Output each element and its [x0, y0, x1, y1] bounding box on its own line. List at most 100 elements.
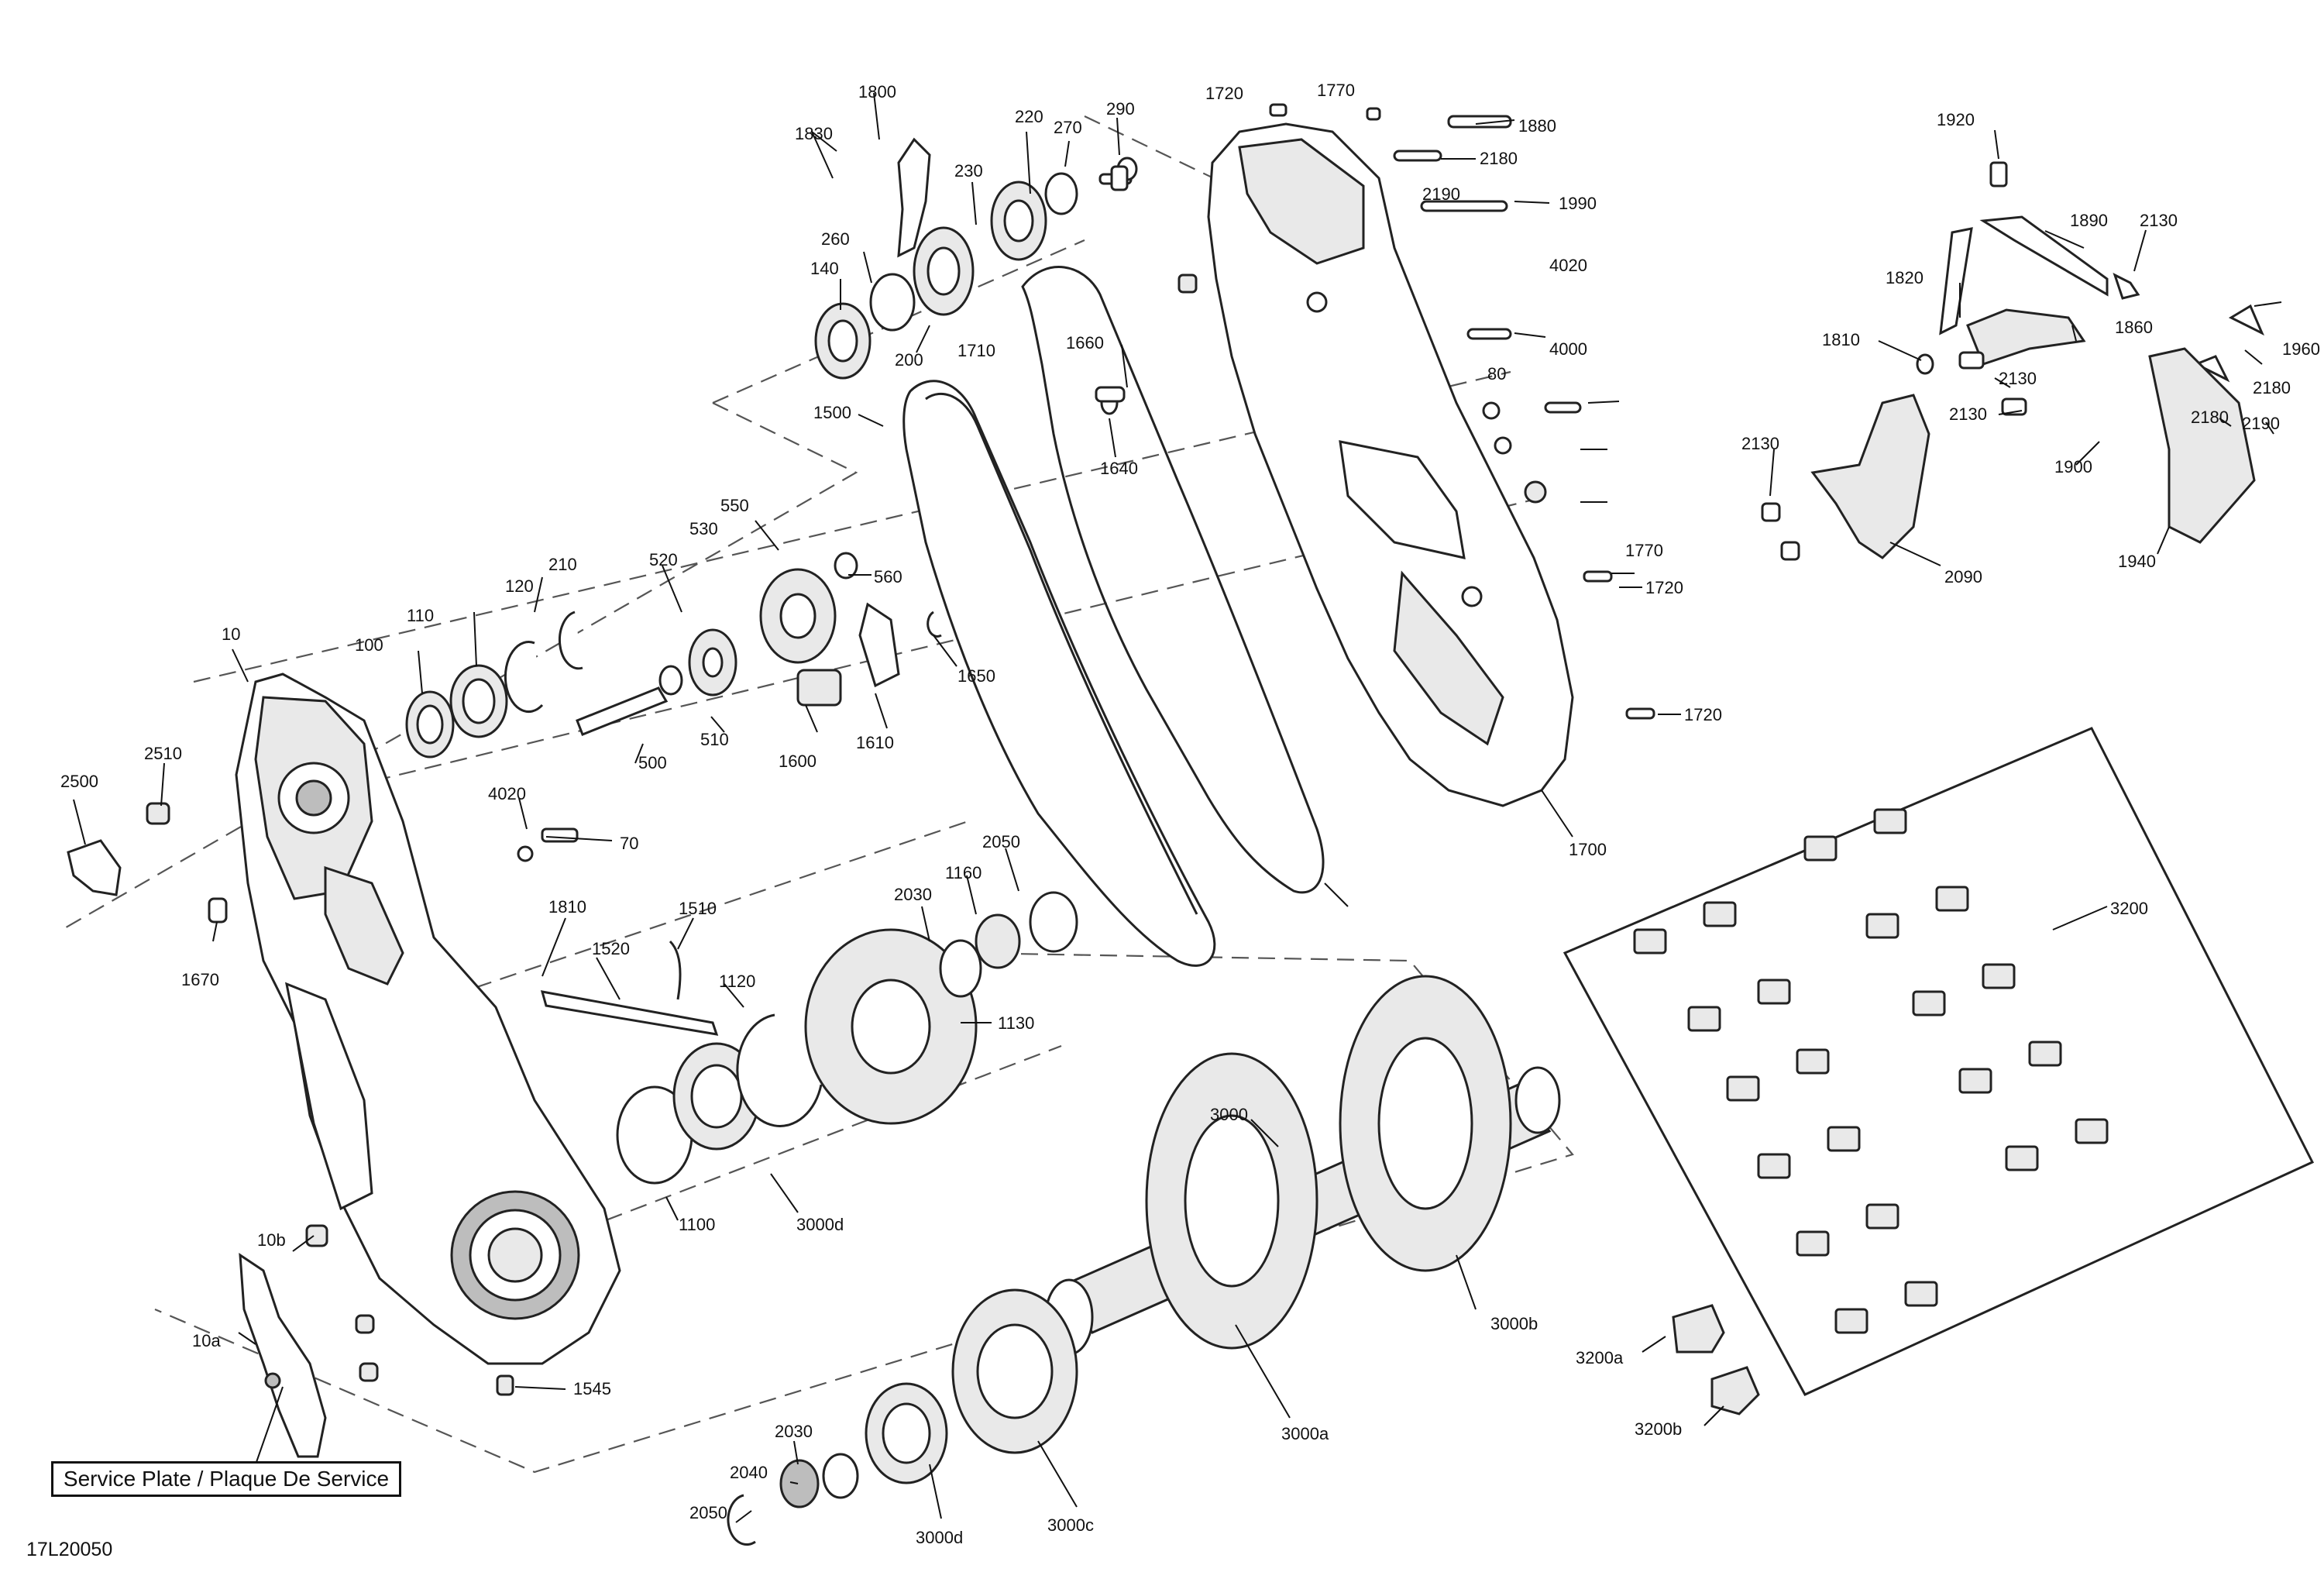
callout-1160: 1160	[945, 863, 982, 882]
callout-3000d-mid: 3000d	[796, 1215, 844, 1234]
callout-3200: 3200	[2110, 899, 2148, 918]
callout-2050-mid: 2050	[982, 832, 1020, 851]
track-clips	[1633, 808, 2109, 1334]
callout-2500: 2500	[60, 772, 98, 791]
drive-chains	[902, 266, 1325, 967]
callout-1700: 1700	[1569, 840, 1607, 859]
track-3200	[1563, 727, 2315, 1415]
callout-1800: 1800	[858, 82, 896, 101]
callout-1120: 1120	[719, 972, 755, 991]
callout-2190-top: 2190	[1422, 184, 1460, 204]
case-cover-10	[235, 672, 621, 1365]
callout-1830: 1830	[795, 124, 833, 143]
callout-100: 100	[355, 635, 383, 655]
callout-2180-right2: 2180	[2191, 408, 2229, 427]
callout-1720-low: 1720	[1684, 705, 1722, 724]
callout-220: 220	[1015, 107, 1043, 126]
callout-labels: 1800 1830 220 270 290 230 260 140 200 17…	[60, 81, 2320, 1547]
drawing-number: 17L20050	[26, 1539, 113, 1560]
callout-110: 110	[407, 606, 434, 625]
callout-1810-right: 1810	[1822, 330, 1860, 349]
leader-lines	[73, 92, 2282, 1523]
callout-520: 520	[649, 550, 678, 569]
callout-3000: 3000	[1210, 1105, 1248, 1124]
callout-3200b: 3200b	[1635, 1419, 1682, 1439]
callout-3000d-low: 3000d	[916, 1528, 963, 1547]
callout-3200a: 3200a	[1576, 1348, 1624, 1367]
callout-1660: 1660	[1066, 333, 1104, 353]
callout-510: 510	[700, 730, 729, 749]
sprocket-shaft-3000	[1044, 975, 1561, 1356]
callout-210: 210	[548, 555, 577, 574]
callout-2130-mid: 2130	[1999, 369, 2037, 388]
callout-2510: 2510	[144, 744, 182, 763]
callout-1720-mid: 1720	[1645, 578, 1683, 597]
callout-3000b: 3000b	[1490, 1314, 1538, 1333]
callout-200: 200	[895, 350, 923, 370]
callout-1600: 1600	[779, 752, 816, 771]
callout-1710-top: 1710	[957, 341, 995, 360]
callout-1520: 1520	[592, 939, 630, 958]
callout-140: 140	[810, 259, 839, 278]
lower-left-parts	[727, 1288, 1078, 1546]
callout-4000: 4000	[1549, 339, 1587, 359]
service-plate-label: Service Plate / Plaque De Service	[51, 1461, 401, 1497]
callout-290: 290	[1106, 99, 1135, 119]
callout-10a: 10a	[192, 1331, 221, 1350]
callout-500: 500	[638, 753, 667, 772]
callout-1720-top: 1720	[1205, 84, 1243, 103]
case-fasteners	[67, 802, 579, 1396]
callout-2030-mid: 2030	[894, 885, 932, 904]
callout-1670: 1670	[181, 970, 219, 989]
callout-3000c: 3000c	[1047, 1515, 1094, 1535]
callout-1880: 1880	[1518, 116, 1556, 136]
callout-560: 560	[874, 567, 902, 586]
callout-1510: 1510	[679, 899, 717, 918]
callout-2180-right: 2180	[2253, 378, 2291, 397]
callout-1610: 1610	[856, 733, 894, 752]
callout-10b: 10b	[257, 1230, 286, 1250]
callout-550: 550	[720, 496, 749, 515]
callout-1820: 1820	[1886, 268, 1923, 287]
callout-3000a: 3000a	[1281, 1424, 1329, 1443]
callout-2050-low: 2050	[689, 1503, 727, 1522]
callout-1770-mid: 1770	[1625, 541, 1663, 560]
right-housing-1700	[1207, 122, 1574, 807]
callout-2090: 2090	[1944, 567, 1982, 586]
callout-2190-right: 2190	[2242, 414, 2280, 433]
callout-1890: 1890	[2070, 211, 2108, 230]
callout-1960: 1960	[2282, 339, 2320, 359]
throttle-linkage	[1761, 161, 2264, 561]
callout-1545: 1545	[573, 1379, 611, 1398]
callout-1920: 1920	[1937, 110, 1975, 129]
callout-2130-left: 2130	[1741, 434, 1779, 453]
callout-2030-low: 2030	[775, 1422, 813, 1441]
callout-260: 260	[821, 229, 850, 249]
callout-1130: 1130	[998, 1013, 1034, 1033]
lower-shaft-components	[540, 891, 1078, 1185]
callout-1500: 1500	[813, 403, 851, 422]
callout-1640: 1640	[1100, 459, 1138, 478]
callout-120: 120	[505, 576, 534, 596]
callout-1860: 1860	[2115, 318, 2153, 337]
upper-shaft-components	[405, 552, 942, 758]
callout-2130-top: 2130	[2140, 211, 2178, 230]
callout-80-top: 80	[1487, 364, 1506, 384]
callout-530: 530	[689, 519, 718, 538]
callout-4020-top: 4020	[1549, 256, 1587, 275]
callout-10: 10	[222, 624, 240, 644]
callout-1650: 1650	[957, 666, 995, 686]
callout-1810-left: 1810	[548, 897, 586, 917]
callout-270: 270	[1054, 118, 1082, 137]
callout-1100: 1100	[679, 1215, 715, 1234]
housing-fasteners	[1110, 103, 1655, 720]
callout-1990: 1990	[1559, 194, 1597, 213]
callout-2130-mid2: 2130	[1949, 404, 1987, 424]
callout-1900: 1900	[2054, 457, 2092, 476]
callout-2180-top: 2180	[1480, 149, 1518, 168]
callout-1940: 1940	[2118, 552, 2156, 571]
upper-gears	[814, 137, 1138, 415]
callout-70: 70	[620, 834, 638, 853]
service-plate-10a	[239, 1253, 327, 1458]
